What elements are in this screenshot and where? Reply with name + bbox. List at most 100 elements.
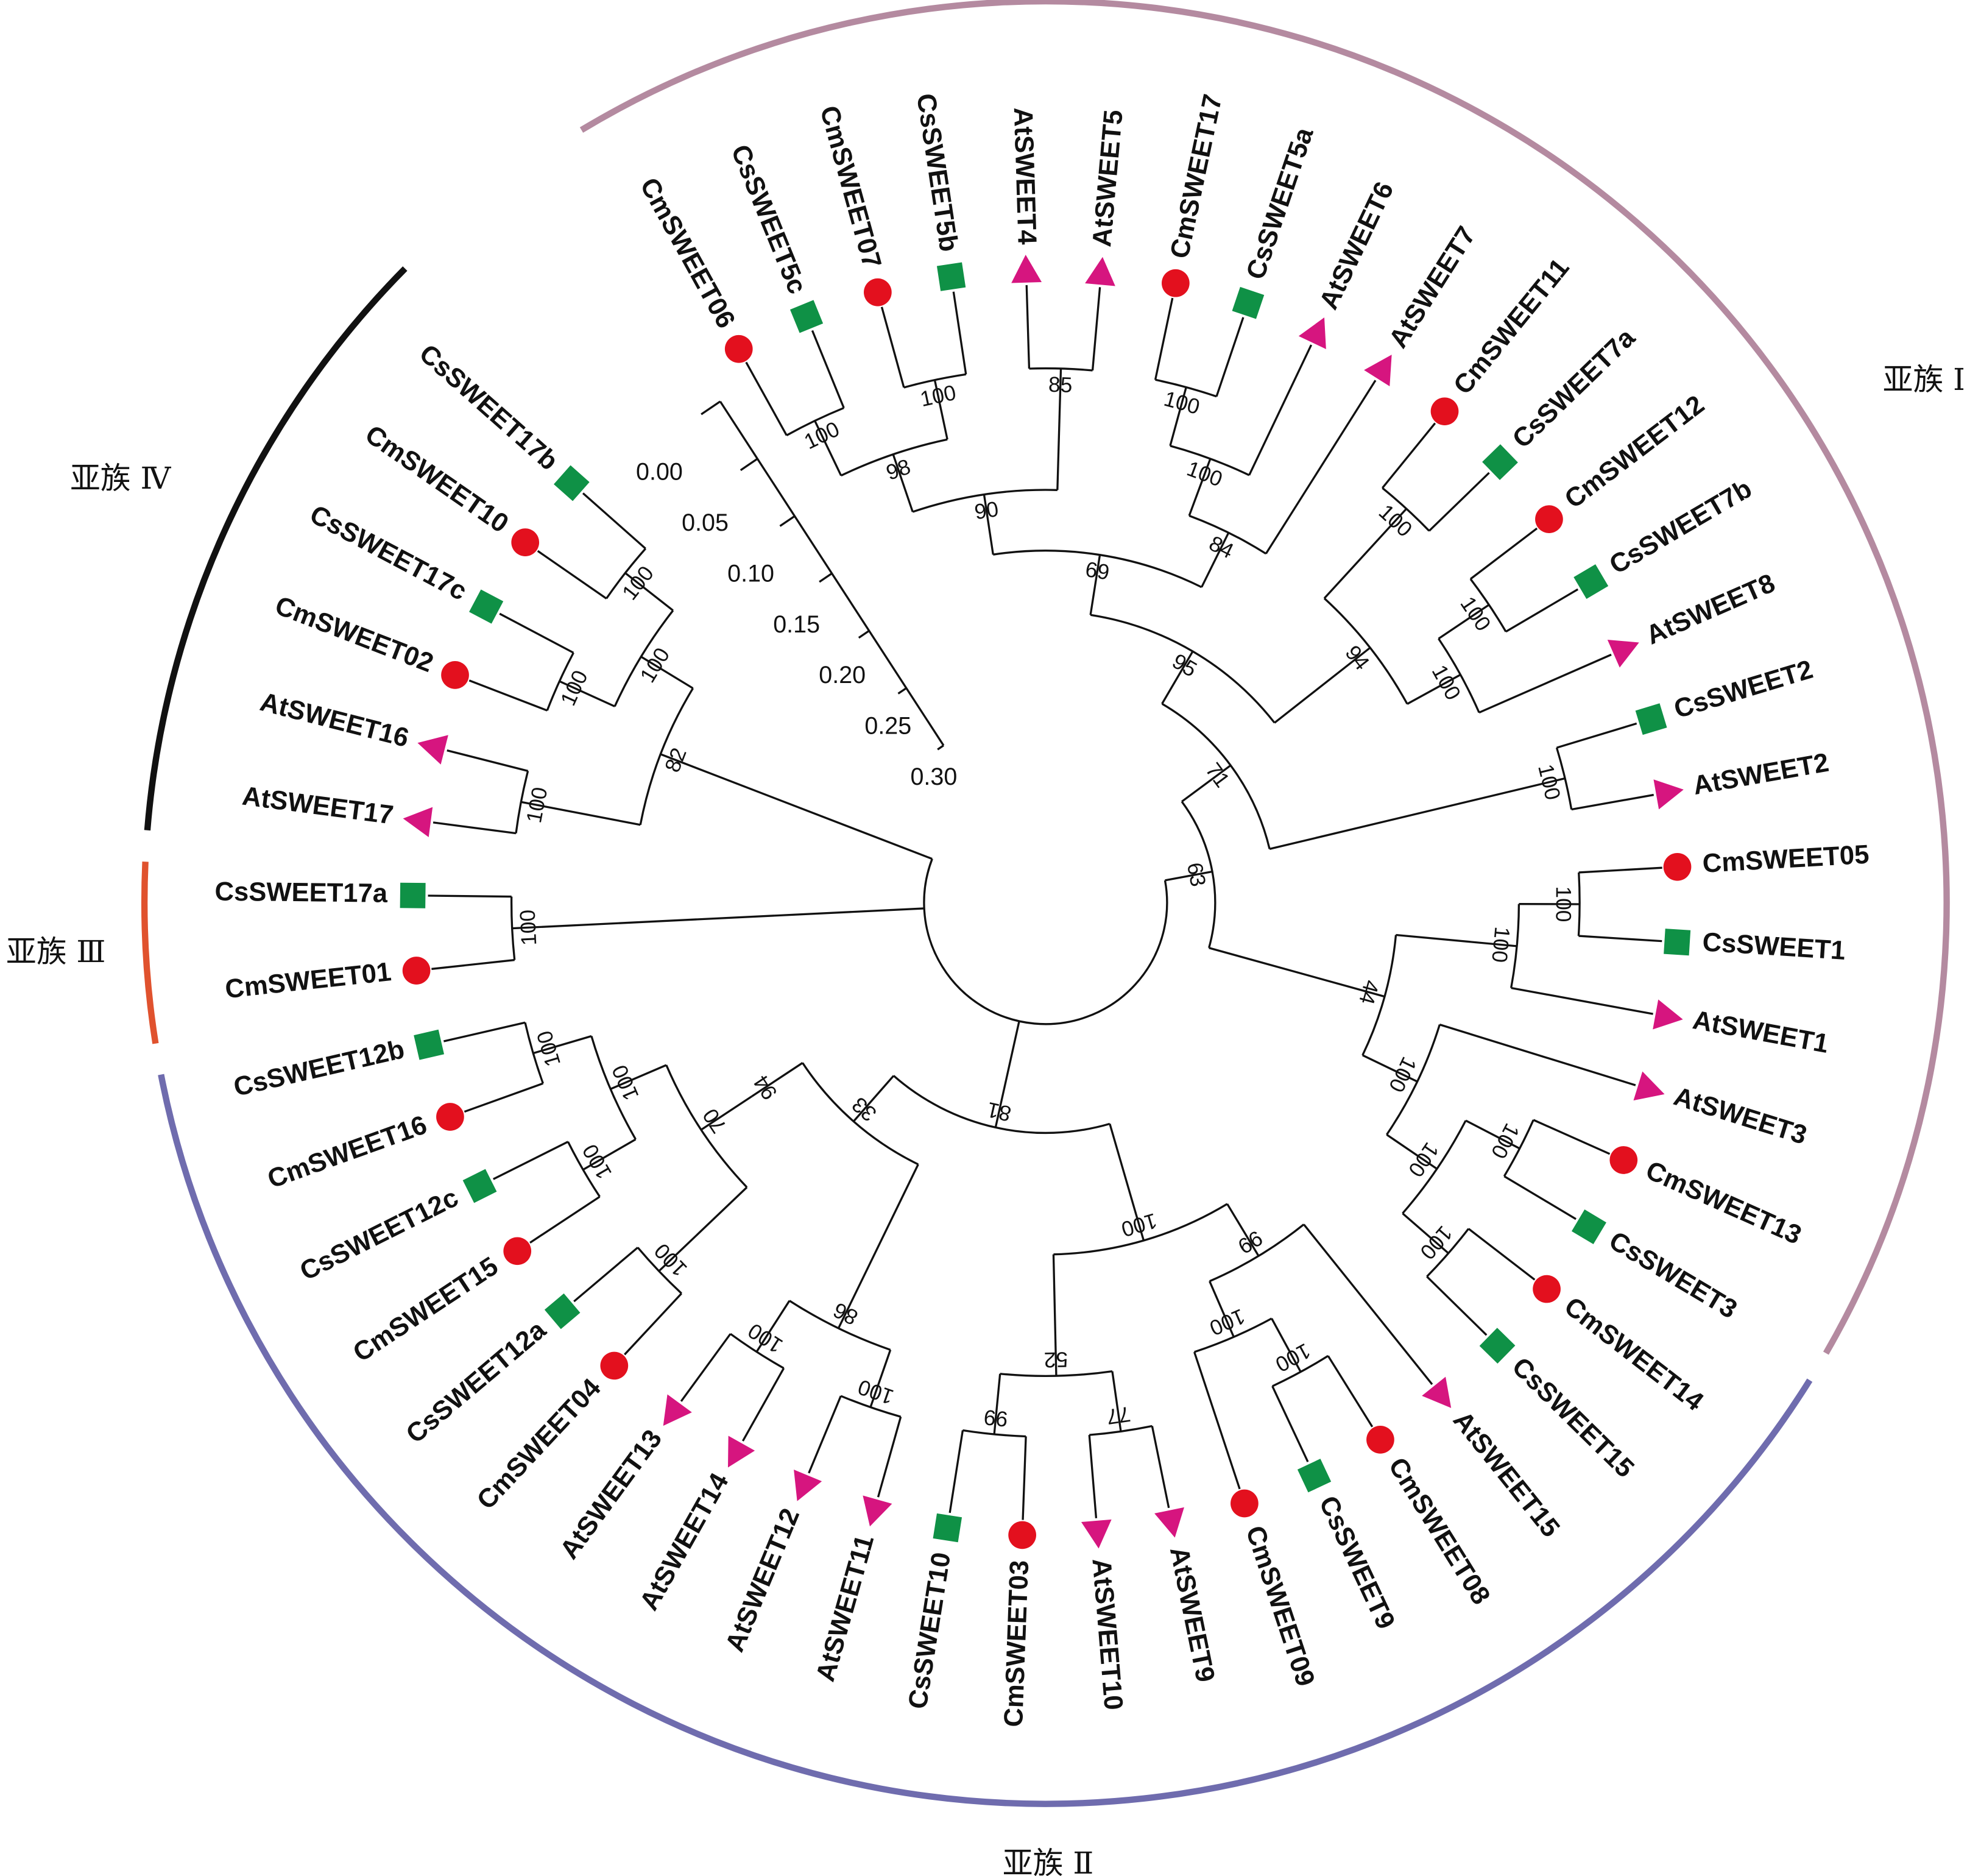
branch-line: [493, 1141, 569, 1180]
cm-circle-marker-icon: [600, 1351, 629, 1380]
bootstrap-value: 100: [532, 1028, 565, 1069]
branch-arc: [1361, 935, 1397, 1056]
cs-square-marker-icon: [462, 1169, 497, 1203]
leaf-label: CmSWEET15: [348, 1251, 503, 1368]
branch-line: [1426, 1276, 1488, 1336]
subfamily-I-arc: [579, 0, 1950, 1355]
branch-arc: [789, 1300, 891, 1351]
bootstrap-value: 99: [983, 1405, 1009, 1431]
branch-line: [1022, 1436, 1027, 1520]
leaf-label: CsSWEET10: [903, 1551, 956, 1711]
bootstrap-value: 100: [1374, 500, 1417, 542]
leaf-label: CsSWEET5a: [1241, 124, 1319, 283]
cs-square-marker-icon: [1573, 564, 1609, 600]
branch-line: [529, 1195, 601, 1244]
branch-line: [624, 572, 674, 612]
cm-circle-marker-icon: [1535, 505, 1563, 533]
bootstrap-value: 77: [1105, 1402, 1132, 1429]
branch-arc: [1510, 904, 1520, 988]
branch-line: [1505, 588, 1579, 633]
branch-arc: [840, 438, 948, 477]
bootstrap-value: 100: [607, 1061, 643, 1104]
branch-arc: [1402, 1120, 1467, 1214]
branch-arc: [524, 1022, 544, 1084]
branch-line: [624, 1292, 682, 1356]
bootstrap-value: 100: [1162, 387, 1202, 419]
leaf-label: AtSWEET3: [1670, 1081, 1810, 1150]
leaf-label: AtSWEET16: [257, 687, 412, 753]
bootstrap-value: 100: [1552, 886, 1575, 922]
branch-arc: [639, 687, 694, 826]
branch-arc: [912, 489, 1058, 513]
branch-line: [1407, 673, 1461, 705]
cm-circle-marker-icon: [1609, 1146, 1638, 1174]
cs-square-marker-icon: [469, 589, 504, 624]
branch-line: [1303, 1223, 1433, 1386]
subfamily-II-arc: [158, 1074, 1813, 1807]
branch-arc: [1029, 367, 1093, 372]
branch-line: [1465, 1119, 1520, 1150]
bootstrap-value: 100: [1455, 592, 1495, 635]
leaf-label: CmSWEET03: [999, 1560, 1034, 1727]
branch-line: [1193, 1351, 1241, 1490]
branch-line: [1052, 1254, 1058, 1376]
branch-line: [1503, 1175, 1577, 1220]
branch-line: [837, 1164, 919, 1329]
branch-arc: [613, 609, 674, 707]
bootstrap-value: 100: [578, 1140, 616, 1183]
branch-arc: [1503, 1119, 1534, 1177]
branch-line: [1056, 368, 1062, 490]
bootstrap-value: 100: [635, 644, 674, 687]
cs-square-marker-icon: [936, 262, 966, 291]
scale-tick: [937, 745, 944, 751]
scale-tick-label: 0.25: [864, 713, 911, 740]
subfamily-II-label: 亚族 Ⅱ: [1003, 1846, 1093, 1876]
cm-circle-marker-icon: [1430, 397, 1459, 426]
bootstrap-value: 86: [830, 1298, 861, 1329]
cs-square-marker-icon: [1664, 929, 1691, 956]
leaf-label: CmSWEET12: [1559, 390, 1710, 514]
branch-arc: [892, 1075, 1111, 1134]
branch-line: [1578, 866, 1662, 874]
scale-tick-label: 0.30: [910, 763, 957, 790]
branch-arc: [962, 1429, 1026, 1438]
cs-square-marker-icon: [1571, 1209, 1606, 1245]
at-triangle-marker-icon: [417, 735, 448, 765]
cm-circle-marker-icon: [402, 957, 431, 985]
bootstrap-value: 100: [1427, 661, 1466, 704]
leaf-label: CsSWEET12a: [401, 1315, 552, 1449]
branch-line: [1209, 947, 1385, 998]
branch-line: [573, 1247, 638, 1303]
branch-arc: [1089, 1425, 1153, 1436]
scale-tick-label: 0.15: [773, 611, 820, 638]
bootstrap-value: 100: [1206, 1304, 1249, 1340]
branch-line: [852, 1075, 895, 1122]
branch-line: [983, 494, 994, 555]
branch-line: [499, 612, 574, 654]
bootstrap-value: 84: [1206, 531, 1237, 563]
bootstrap-value: 94: [749, 1071, 782, 1103]
cs-square-marker-icon: [933, 1513, 962, 1543]
branch-line: [701, 1095, 753, 1131]
bootstrap-value: 90: [973, 497, 1000, 524]
bootstrap-value: 100: [1487, 926, 1514, 963]
bootstrap-values: 1001009885901001008469100100100949510071…: [516, 373, 1575, 1431]
branch-line: [521, 801, 641, 826]
leaf-label: CmSWEET11: [1448, 253, 1575, 400]
leaf-label: CsSWEET17a: [214, 877, 388, 908]
cs-square-marker-icon: [1232, 286, 1265, 319]
branch-line: [1467, 1228, 1536, 1281]
branch-line: [433, 821, 517, 835]
branch-line: [880, 306, 905, 388]
branch-arc: [1188, 514, 1267, 555]
branch-line: [1111, 1371, 1122, 1432]
branch-line: [808, 1395, 842, 1474]
leaf-label: CsSWEET15: [1506, 1352, 1640, 1484]
bootstrap-value: 100: [1271, 1339, 1314, 1376]
branch-arc: [590, 1036, 637, 1140]
branch-line: [877, 1416, 902, 1498]
bootstrap-value: 100: [1486, 1119, 1524, 1162]
branch-line: [1154, 297, 1174, 380]
